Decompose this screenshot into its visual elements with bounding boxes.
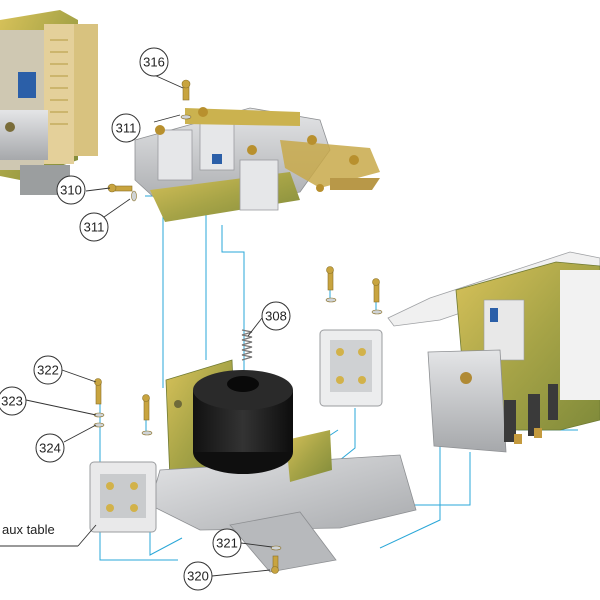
- svg-text:323: 323: [1, 394, 23, 409]
- fasteners: [93, 79, 383, 574]
- svg-text:321: 321: [216, 536, 238, 551]
- callout-311-bottom: 311: [79, 212, 109, 242]
- callout-322: 322: [33, 355, 63, 385]
- svg-text:308: 308: [265, 309, 287, 324]
- main-contact-assembly: [134, 107, 380, 222]
- callout-316: 316: [139, 47, 169, 77]
- aux-table-label: aux table: [2, 522, 55, 537]
- auxiliary-contact-block-left: [89, 461, 157, 533]
- contactor-body: [0, 10, 98, 195]
- callout-320: 320: [183, 561, 213, 591]
- callout-311-top: 311: [111, 113, 141, 143]
- callout-323: 323: [0, 386, 27, 416]
- svg-text:324: 324: [39, 441, 61, 456]
- svg-text:311: 311: [84, 220, 105, 235]
- arc-chute-assembly: [387, 251, 600, 453]
- svg-text:320: 320: [187, 569, 209, 584]
- magnet-base-assembly: [149, 359, 417, 573]
- callout-308: 308: [261, 301, 291, 331]
- svg-text:322: 322: [37, 363, 59, 378]
- svg-text:311: 311: [116, 121, 137, 136]
- callout-324: 324: [35, 433, 65, 463]
- callout-310: 310: [56, 175, 86, 205]
- svg-text:316: 316: [143, 55, 165, 70]
- coil-spring: [241, 329, 253, 361]
- svg-text:310: 310: [60, 183, 82, 198]
- callout-321: 321: [212, 528, 242, 558]
- auxiliary-contact-block-right: [319, 329, 383, 407]
